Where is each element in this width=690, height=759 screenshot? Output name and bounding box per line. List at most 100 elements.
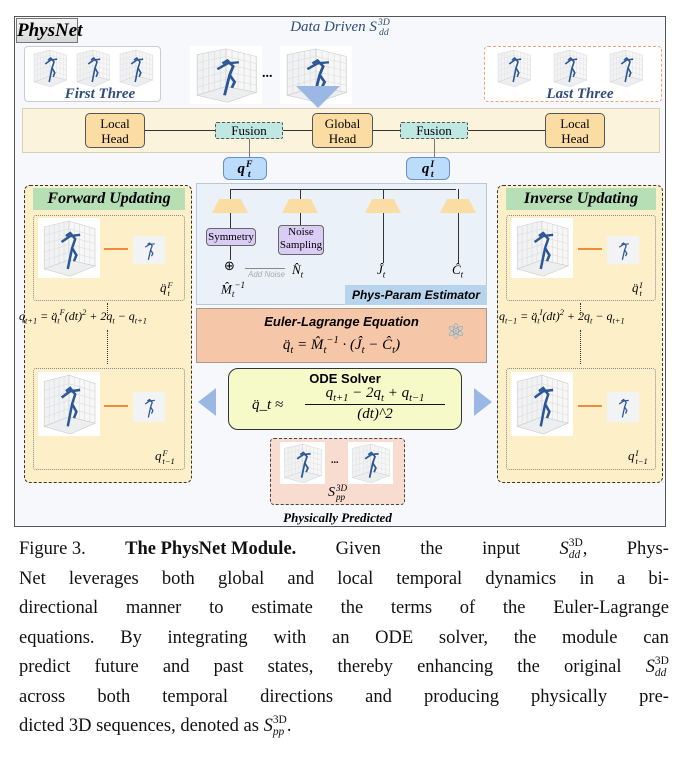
last-three-label: Last Three (546, 86, 614, 102)
title-text: Data Driven (290, 19, 366, 36)
connector (434, 139, 435, 157)
mlp-block (282, 199, 318, 213)
c-output: Ĉt (452, 262, 464, 280)
inverse-formula: qt−1 = q̈tI(dt)2 + 2qt − qt+1 (499, 308, 625, 326)
atom-icon: ⚛ (446, 320, 466, 345)
ellipsis: ... (262, 66, 273, 81)
connector (230, 189, 231, 199)
pose-cube (606, 48, 646, 88)
ode-lhs: q̈_t ≈ (252, 397, 284, 413)
pose-cube (280, 46, 352, 104)
connector (145, 130, 215, 131)
connector (230, 213, 231, 228)
pose-cube (511, 372, 573, 436)
euler-lagrange-box (196, 308, 487, 363)
physnet-badge: PhysNet (16, 18, 83, 43)
ode-solver-title: ODE Solver (309, 371, 381, 386)
euler-lagrange-formula: q̈t = M̂t−1 · (Ĵt − Ĉt) (282, 335, 401, 356)
connector (373, 130, 400, 131)
dotted-arrow (580, 330, 581, 364)
dotted-arrow (107, 330, 108, 364)
pose-cube (550, 48, 590, 88)
connector (458, 213, 459, 263)
connector (383, 213, 384, 263)
orange-arrow-icon (104, 248, 128, 250)
forward-bottom-box (33, 368, 185, 470)
pose-cube (38, 218, 100, 278)
first-three-label: First Three (64, 86, 136, 102)
connector (458, 189, 459, 199)
orange-arrow-icon (104, 405, 128, 407)
pose-cube (38, 372, 100, 436)
ode-numerator: qt+1 − 2qt + qt−1 (305, 385, 445, 405)
connector (383, 189, 384, 199)
inverse-top-box (506, 215, 656, 301)
fusion-left: Fusion (215, 122, 283, 139)
connector (300, 213, 301, 225)
physically-predicted-label: Physically Predicted (283, 510, 392, 525)
add-icon: ⊕ (224, 259, 235, 274)
pose-cube (280, 442, 325, 484)
euler-lagrange-title: Euler-Lagrange Equation (264, 314, 419, 329)
forward-formula: qt+1 = q̈tF(dt)2 + 2qt − qt+1 (19, 308, 147, 326)
mlp-block (440, 199, 476, 213)
ode-denominator: (dt)^2 (357, 406, 393, 422)
mlp-block (212, 199, 248, 213)
inverse-updating-title: Inverse Updating (506, 188, 656, 210)
m-inverse-output: M̂t−1 (221, 280, 246, 299)
fusion-right: Fusion (400, 122, 468, 139)
j-output: Ĵt (377, 262, 386, 280)
inverse-bottom-box (506, 368, 656, 470)
add-noise-label: Add Noise (248, 270, 285, 279)
pose-cube (116, 48, 156, 88)
connector (283, 130, 312, 131)
connector (230, 189, 456, 190)
connector (300, 189, 301, 199)
ellipsis: ... (331, 455, 339, 466)
dotted-arrow (107, 303, 108, 315)
connector (230, 246, 231, 260)
pose-crop (133, 236, 165, 264)
dotted-arrow (580, 303, 581, 315)
orange-arrow-icon (578, 248, 602, 250)
pose-cube (190, 46, 262, 104)
right-arrow-icon (474, 388, 492, 416)
pose-cube (30, 48, 70, 88)
pose-cube (348, 442, 393, 484)
connector (245, 268, 285, 269)
connector (249, 139, 250, 157)
n-output: N̂t (292, 262, 304, 280)
forward-updating-title: Forward Updating (33, 188, 185, 210)
phys-param-estimator-label: Phys-Param Estimator (345, 285, 487, 305)
left-arrow-icon (198, 388, 216, 416)
forward-top-box (33, 215, 185, 301)
pose-crop (133, 392, 165, 422)
orange-arrow-icon (578, 405, 602, 407)
pose-cube (494, 48, 534, 88)
pose-cube (73, 48, 113, 88)
pose-crop (607, 392, 639, 422)
ode-solver-box (228, 368, 462, 430)
connector (468, 130, 545, 131)
mlp-block (365, 199, 401, 213)
